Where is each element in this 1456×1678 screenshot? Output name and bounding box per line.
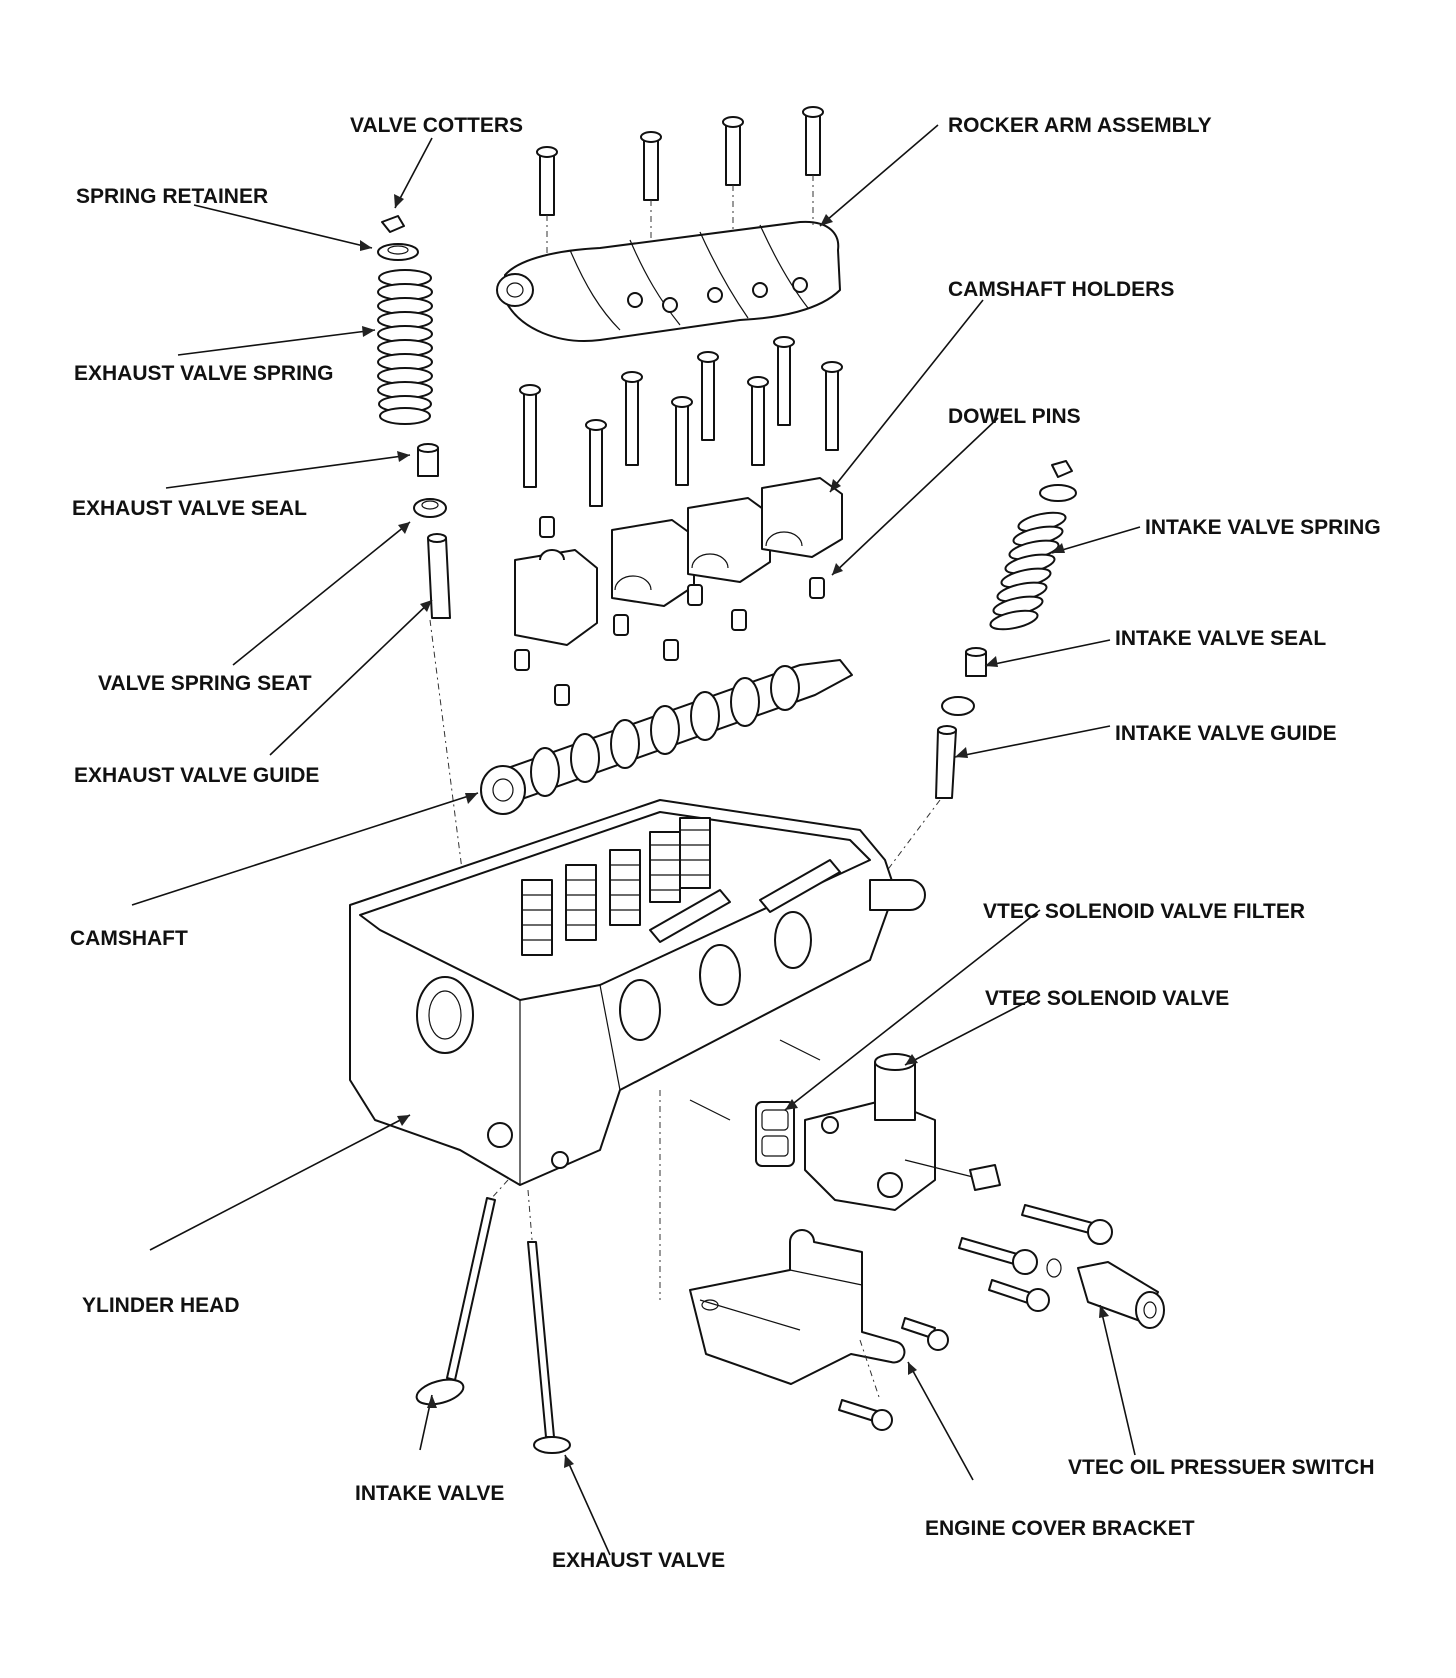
exhaust-valve-stack xyxy=(377,215,481,1011)
label-cylinder-head: YLINDER HEAD xyxy=(82,1294,240,1317)
label-exhaust-valve-seal: EXHAUST VALVE SEAL xyxy=(72,497,307,520)
label-intake-valve-guide: INTAKE VALVE GUIDE xyxy=(1115,722,1337,745)
label-intake-valve-seal: INTAKE VALVE SEAL xyxy=(1115,627,1326,650)
label-camshaft: CAMSHAFT xyxy=(70,927,188,950)
vtec-oil-pressure-switch-part xyxy=(1077,1261,1165,1329)
head-valve-springs xyxy=(521,817,711,956)
label-rocker-arm-assembly: ROCKER ARM ASSEMBLY xyxy=(948,114,1212,137)
rocker-bolts xyxy=(536,106,824,216)
label-dowel-pins: DOWEL PINS xyxy=(948,405,1081,428)
vtec-solenoid-valve-filter-part xyxy=(755,1101,795,1167)
label-vtec-solenoid-valve-filter: VTEC SOLENOID VALVE FILTER xyxy=(983,900,1305,923)
exhaust-valve-spring-part xyxy=(377,269,433,425)
valve-spring-seat-part xyxy=(413,498,447,518)
intake-valve-part xyxy=(415,1197,496,1406)
valve-cotters-part xyxy=(381,215,405,233)
label-intake-valve-spring: INTAKE VALVE SPRING xyxy=(1145,516,1381,539)
label-exhaust-valve-spring: EXHAUST VALVE SPRING xyxy=(74,362,333,385)
label-valve-spring-seat: VALVE SPRING SEAT xyxy=(98,672,312,695)
label-vtec-oil-pressure-switch: VTEC OIL PRESSUER SWITCH xyxy=(1068,1456,1374,1479)
camshaft-part xyxy=(480,659,853,815)
intake-valve-spring-part xyxy=(989,511,1067,631)
label-vtec-solenoid-valve: VTEC SOLENOID VALVE xyxy=(985,987,1229,1010)
label-valve-cotters: VALVE COTTERS xyxy=(350,114,523,137)
exhaust-valve-seal-part xyxy=(417,443,439,477)
label-exhaust-valve-guide: EXHAUST VALVE GUIDE xyxy=(74,764,319,787)
label-camshaft-holders: CAMSHAFT HOLDERS xyxy=(948,278,1174,301)
spring-retainer-part xyxy=(377,243,419,261)
solenoid-bolts xyxy=(958,1204,1113,1312)
intake-valve-guide-part xyxy=(935,725,957,799)
leader-arrowheads xyxy=(360,194,1109,1468)
callout-labels: VALVE COTTERS SPRING RETAINER EXHAUST VA… xyxy=(70,114,1381,1572)
label-exhaust-valve: EXHAUST VALVE xyxy=(552,1549,725,1572)
label-spring-retainer: SPRING RETAINER xyxy=(76,185,268,208)
intake-valve-stack xyxy=(879,460,1077,881)
cylinder-head-part xyxy=(349,799,926,1186)
camshaft-holder-bolts xyxy=(519,336,843,507)
vtec-solenoid-valve-part xyxy=(804,1053,1001,1211)
engine-cover-bracket-part xyxy=(659,1090,949,1431)
rocker-arm-assembly-part xyxy=(496,106,841,342)
exhaust-valve-part xyxy=(527,1241,571,1454)
dowel-pins-part xyxy=(514,516,825,706)
intake-valve-seal-part xyxy=(965,647,987,677)
label-engine-cover-bracket: ENGINE COVER BRACKET xyxy=(925,1517,1195,1540)
label-intake-valve: INTAKE VALVE xyxy=(355,1482,504,1505)
camshaft-holders-part xyxy=(514,477,843,646)
exhaust-valve-guide-part xyxy=(427,533,451,619)
